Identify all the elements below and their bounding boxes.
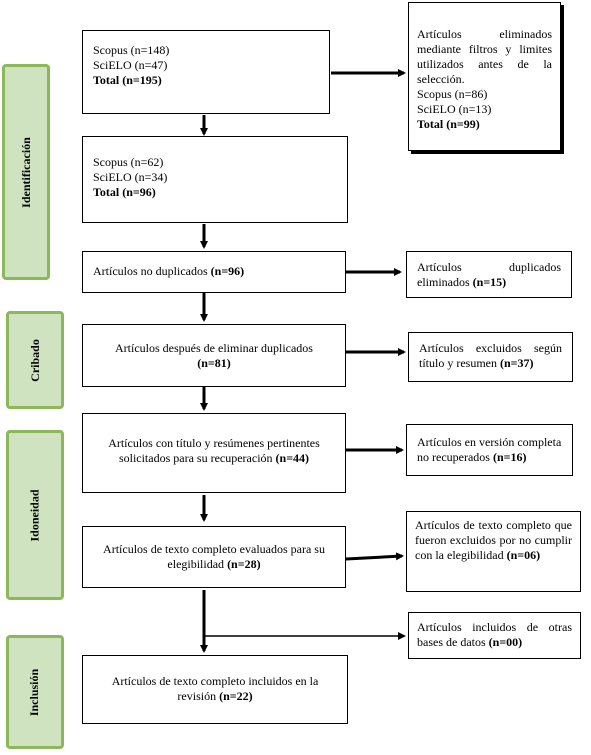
excluded-count: (n=37) [500,356,534,370]
eliminated-description: Artículos eliminados mediante filtros y … [417,27,552,86]
included-count: (n=22) [219,689,253,703]
phase-inclusion: Inclusión [6,635,64,749]
notretrieved-text: Artículos en versión completa no recuper… [417,435,562,464]
box-duplicates-removed: Artículos duplicados eliminados (n=15) [406,251,572,298]
filtered-scopus: Scopus (n=62) [93,155,164,169]
duplicates-wrap: Artículos duplicados eliminados (n=15) [417,260,561,290]
box-included: Artículos de texto completo incluidos en… [82,655,348,724]
box-initial-records: Scopus (n=148) SciELO (n=47) Total (n=19… [82,30,330,114]
phase-idoneidad: Idoneidad [6,430,64,600]
othersources-count: (n=00) [488,635,523,649]
arrow-assessed-to-fulltextexcluded [345,552,404,561]
phase-identificacion: Identificación [2,64,50,280]
box-filtered-records: Scopus (n=62) SciELO (n=34) Total (n=96) [82,136,348,223]
excluded-text: Artículos excluidos según título y resum… [419,341,562,370]
eliminated-scielo: SciELO (n=13) [417,102,492,116]
fulltextexcluded-count: (n=06) [506,548,541,562]
filtered-scielo: SciELO (n=34) [93,170,168,184]
excluded-wrap: Artículos excluidos según título y resum… [419,341,562,371]
filtered-total: Total (n=96) [93,185,156,199]
initial-total: Total (n=195) [93,73,162,87]
box-non-duplicates: Artículos no duplicados (n=96) [82,251,346,293]
assessed-count: (n=28) [227,557,261,571]
nondup-text: Artículos no duplicados [93,264,211,278]
phase-cribado: Cribado [6,311,64,409]
eliminated-total: Total (n=99) [417,117,480,131]
included-text: Artículos de texto completo incluidos en… [111,674,319,703]
box-excluded-title-abstract: Artículos excluidos según título y resum… [408,332,573,382]
nondup-count: (n=96) [210,264,245,278]
duplicates-count: (n=15) [472,275,507,289]
fulltextexcluded-wrap: Artículos de texto completo que fueron e… [415,518,572,563]
box-after-dedup: Artículos después de eliminar duplicados… [82,324,346,387]
initial-scopus: Scopus (n=148) [93,43,170,57]
eliminated-scopus: Scopus (n=86) [417,87,488,101]
requested-count: (n=44) [275,451,310,465]
othersources-text: Artículos incluidos de otras bases de da… [417,620,572,649]
fulltextexcluded-text: Artículos de texto completo que fueron e… [415,518,572,562]
box-not-retrieved: Artículos en versión completa no recuper… [406,424,573,476]
box-requested-retrieval: Artículos con título y resúmenes pertine… [82,413,346,493]
box-other-sources: Artículos incluidos de otras bases de da… [408,612,581,659]
initial-scielo: SciELO (n=47) [93,58,168,72]
box-eliminated-filters: Artículos eliminados mediante filtros y … [408,2,561,151]
othersources-wrap: Artículos incluidos de otras bases de da… [417,620,572,650]
afterdedup-count: (n=81) [197,356,231,370]
box-full-text-excluded: Artículos de texto completo que fueron e… [406,511,581,592]
requested-text: Artículos con título y resúmenes pertine… [108,436,320,465]
afterdedup-text: Artículos después de eliminar duplicados [115,341,313,355]
duplicates-text: Artículos duplicados eliminados [417,260,561,289]
box-full-text-assessed: Artículos de texto completo evaluados pa… [82,526,346,588]
notretrieved-count: (n=16) [492,450,527,464]
assessed-text: Artículos de texto completo evaluados pa… [103,542,325,571]
